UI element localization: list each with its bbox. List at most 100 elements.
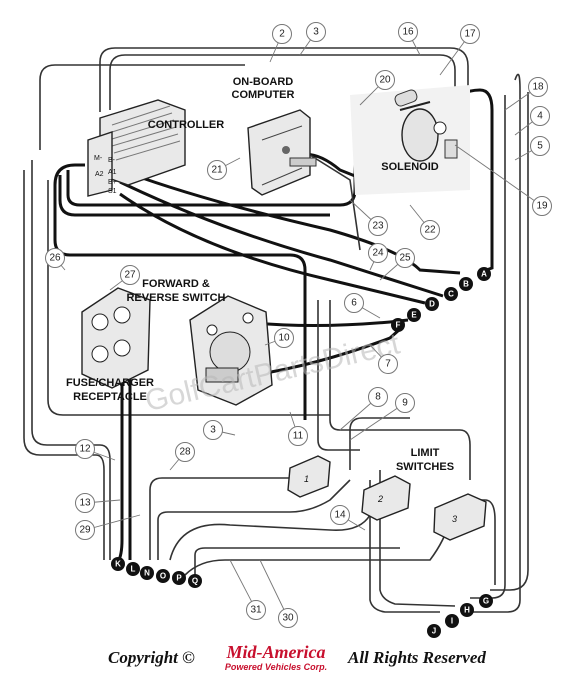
callout-leader	[259, 559, 289, 619]
callout-12: 12	[75, 439, 116, 461]
callout-leader	[454, 144, 543, 207]
callout-number: 22	[424, 225, 436, 236]
callout-circle	[288, 426, 308, 446]
terminal-j: J	[427, 624, 441, 638]
terminal-circle	[477, 267, 491, 281]
pin-s1: S1	[108, 188, 117, 195]
callout-number: 4	[537, 111, 543, 122]
controller-pin-labels: M- B- A2 A1 B+ S1	[94, 155, 117, 195]
terminal-letter: F	[396, 321, 401, 330]
onboard-computer	[247, 109, 317, 196]
copyright-text: Copyright ©	[108, 648, 195, 667]
limit-switch-2-number: 2	[377, 494, 383, 504]
callout-26: 26	[45, 248, 66, 271]
callout-number: 19	[536, 201, 548, 212]
terminal-a: A	[477, 267, 491, 281]
terminal-b: B	[459, 277, 473, 291]
pin-m-minus: M-	[94, 155, 103, 162]
callout-number: 27	[124, 270, 136, 281]
terminal-d: D	[425, 297, 439, 311]
callout-17: 17	[439, 24, 480, 76]
terminal-letter: D	[429, 300, 435, 309]
callout-number: 28	[179, 447, 191, 458]
callout-number: 26	[49, 253, 61, 264]
callout-number: 17	[464, 29, 476, 40]
terminal-l: L	[126, 562, 140, 576]
terminal-letter: O	[160, 572, 166, 581]
label-limit-line1: LIMIT	[411, 447, 440, 459]
callout-number: 10	[278, 333, 290, 344]
callout-number: 13	[79, 498, 91, 509]
callout-10: 10	[264, 328, 294, 348]
label-onboard-line1: ON-BOARD	[233, 76, 294, 88]
callout-number: 25	[399, 253, 411, 264]
callout-circle	[278, 608, 298, 628]
terminal-circle	[460, 603, 474, 617]
callout-3: 3	[203, 420, 236, 440]
label-fr-line1: FORWARD &	[142, 278, 210, 290]
callout-number: 20	[379, 75, 391, 86]
terminal-circle	[140, 566, 154, 580]
callout-number: 11	[293, 431, 304, 442]
terminal-p: P	[172, 571, 186, 585]
watermark: GolfCartPartsDirect	[142, 327, 403, 418]
callout-19: 19	[454, 144, 552, 216]
component-labels: ON-BOARD COMPUTER CONTROLLER SOLENOID FO…	[66, 76, 454, 473]
terminal-h: H	[460, 603, 474, 617]
callout-number: 24	[372, 248, 384, 259]
callout-circle	[344, 293, 364, 313]
callout-circle	[375, 70, 395, 90]
callout-27: 27	[109, 265, 140, 291]
terminal-letter: C	[448, 290, 454, 299]
fuse-charger-receptacle	[81, 287, 151, 389]
pin-b-minus: B-	[108, 157, 116, 164]
callout-circle	[530, 106, 550, 126]
callout-circle	[368, 387, 388, 407]
callout-number: 12	[79, 444, 91, 455]
callout-number: 5	[537, 141, 543, 152]
callout-13: 13	[75, 493, 121, 513]
terminal-letter: Q	[192, 577, 198, 586]
terminal-circle	[445, 614, 459, 628]
callout-28: 28	[169, 442, 195, 471]
terminal-circle	[425, 297, 439, 311]
terminal-c: C	[444, 287, 458, 301]
callout-number: 9	[402, 398, 408, 409]
callout-7: 7	[369, 344, 398, 374]
callout-circle	[207, 160, 227, 180]
callout-8: 8	[339, 387, 388, 431]
pin-a2: A2	[95, 171, 104, 178]
terminal-f: F	[391, 318, 405, 332]
callout-leader	[349, 402, 406, 441]
terminal-k: K	[111, 557, 125, 571]
callout-circle	[175, 442, 195, 462]
logo-name: Mid-America	[226, 642, 326, 662]
label-solenoid: SOLENOID	[381, 161, 439, 173]
terminal-e: E	[407, 308, 421, 322]
terminal-circle	[479, 594, 493, 608]
callout-circle	[75, 439, 95, 459]
callout-16: 16	[398, 22, 421, 56]
limit-switch-2: 2	[361, 475, 411, 521]
label-controller: CONTROLLER	[148, 119, 224, 131]
callout-circle	[274, 328, 294, 348]
label-fuse-line1: FUSE/CHARGER	[66, 377, 154, 389]
callout-circle	[272, 24, 292, 44]
callout-number: 16	[402, 27, 414, 38]
callout-29: 29	[75, 514, 141, 540]
solenoid	[350, 85, 470, 195]
callout-number: 31	[250, 605, 262, 616]
terminal-circle	[172, 571, 186, 585]
terminal-circle	[459, 277, 473, 291]
terminal-q: Q	[188, 574, 202, 588]
callout-6: 6	[344, 293, 381, 319]
logo-subtitle: Powered Vehicles Corp.	[224, 662, 328, 672]
terminal-letter: E	[411, 311, 417, 320]
terminal-circle	[111, 557, 125, 571]
callout-number: 14	[334, 510, 346, 521]
callout-circle	[330, 505, 350, 525]
callout-circle	[460, 24, 480, 44]
callout-number: 2	[279, 29, 285, 40]
callout-number: 8	[375, 392, 381, 403]
